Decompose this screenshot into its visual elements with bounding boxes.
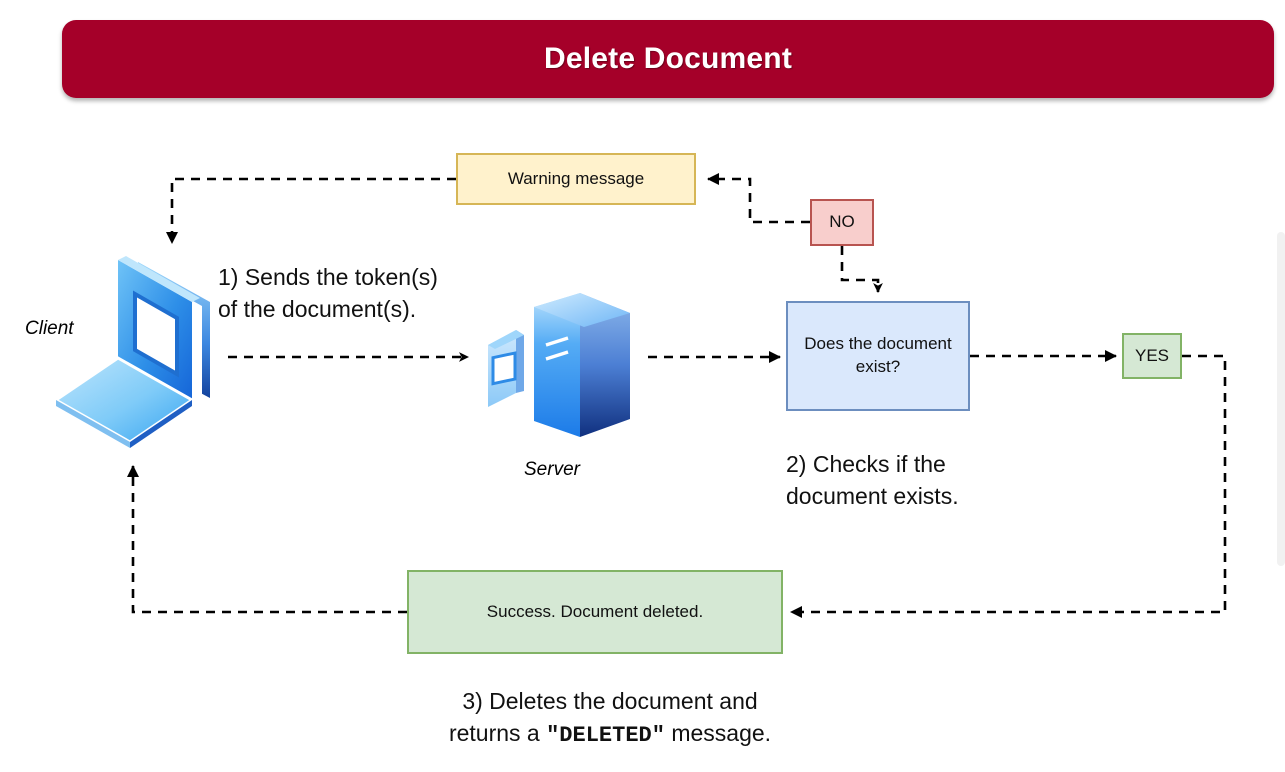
step-2-note: 2) Checks if the document exists. [786, 451, 959, 509]
server-label: Server [524, 459, 580, 480]
step-3-note: 3) Deletes the document and returns a "D… [400, 686, 820, 751]
page-scrollbar[interactable] [1277, 232, 1285, 566]
warning-message-label: Warning message [507, 168, 645, 188]
yes-label: YES [1134, 345, 1170, 365]
no-label: NO [829, 212, 855, 232]
success-message-box[interactable]: Success. Document deleted. [407, 570, 783, 654]
page-header-banner: Delete Document [62, 20, 1274, 98]
edge-warning-to-client [166, 177, 456, 244]
success-message-label: Success. Document deleted. [486, 601, 704, 621]
edge-no-to-decision [840, 246, 883, 293]
decision-label: Does the document exist? [804, 334, 952, 376]
step-1-note: 1) Sends the token(s) of the document(s)… [218, 264, 438, 322]
branch-label-no[interactable]: NO [810, 199, 874, 246]
edge-success-to-client [127, 465, 407, 614]
step-3-prefix: 3) Deletes the document and returns a [448, 688, 758, 746]
decision-document-exists[interactable]: Does the document exist? [786, 301, 970, 411]
edge-no-to-warning [707, 173, 810, 224]
laptop-isometric-icon [42, 250, 232, 450]
branch-label-yes[interactable]: YES [1122, 333, 1182, 379]
client-label: Client [25, 318, 74, 339]
page-title: Delete Document [543, 42, 793, 75]
server-tower-isometric-icon [468, 285, 643, 460]
step-3-suffix: message. [664, 719, 772, 746]
warning-message-box[interactable]: Warning message [456, 153, 696, 205]
step-3-code: "DELETED" [546, 722, 665, 748]
